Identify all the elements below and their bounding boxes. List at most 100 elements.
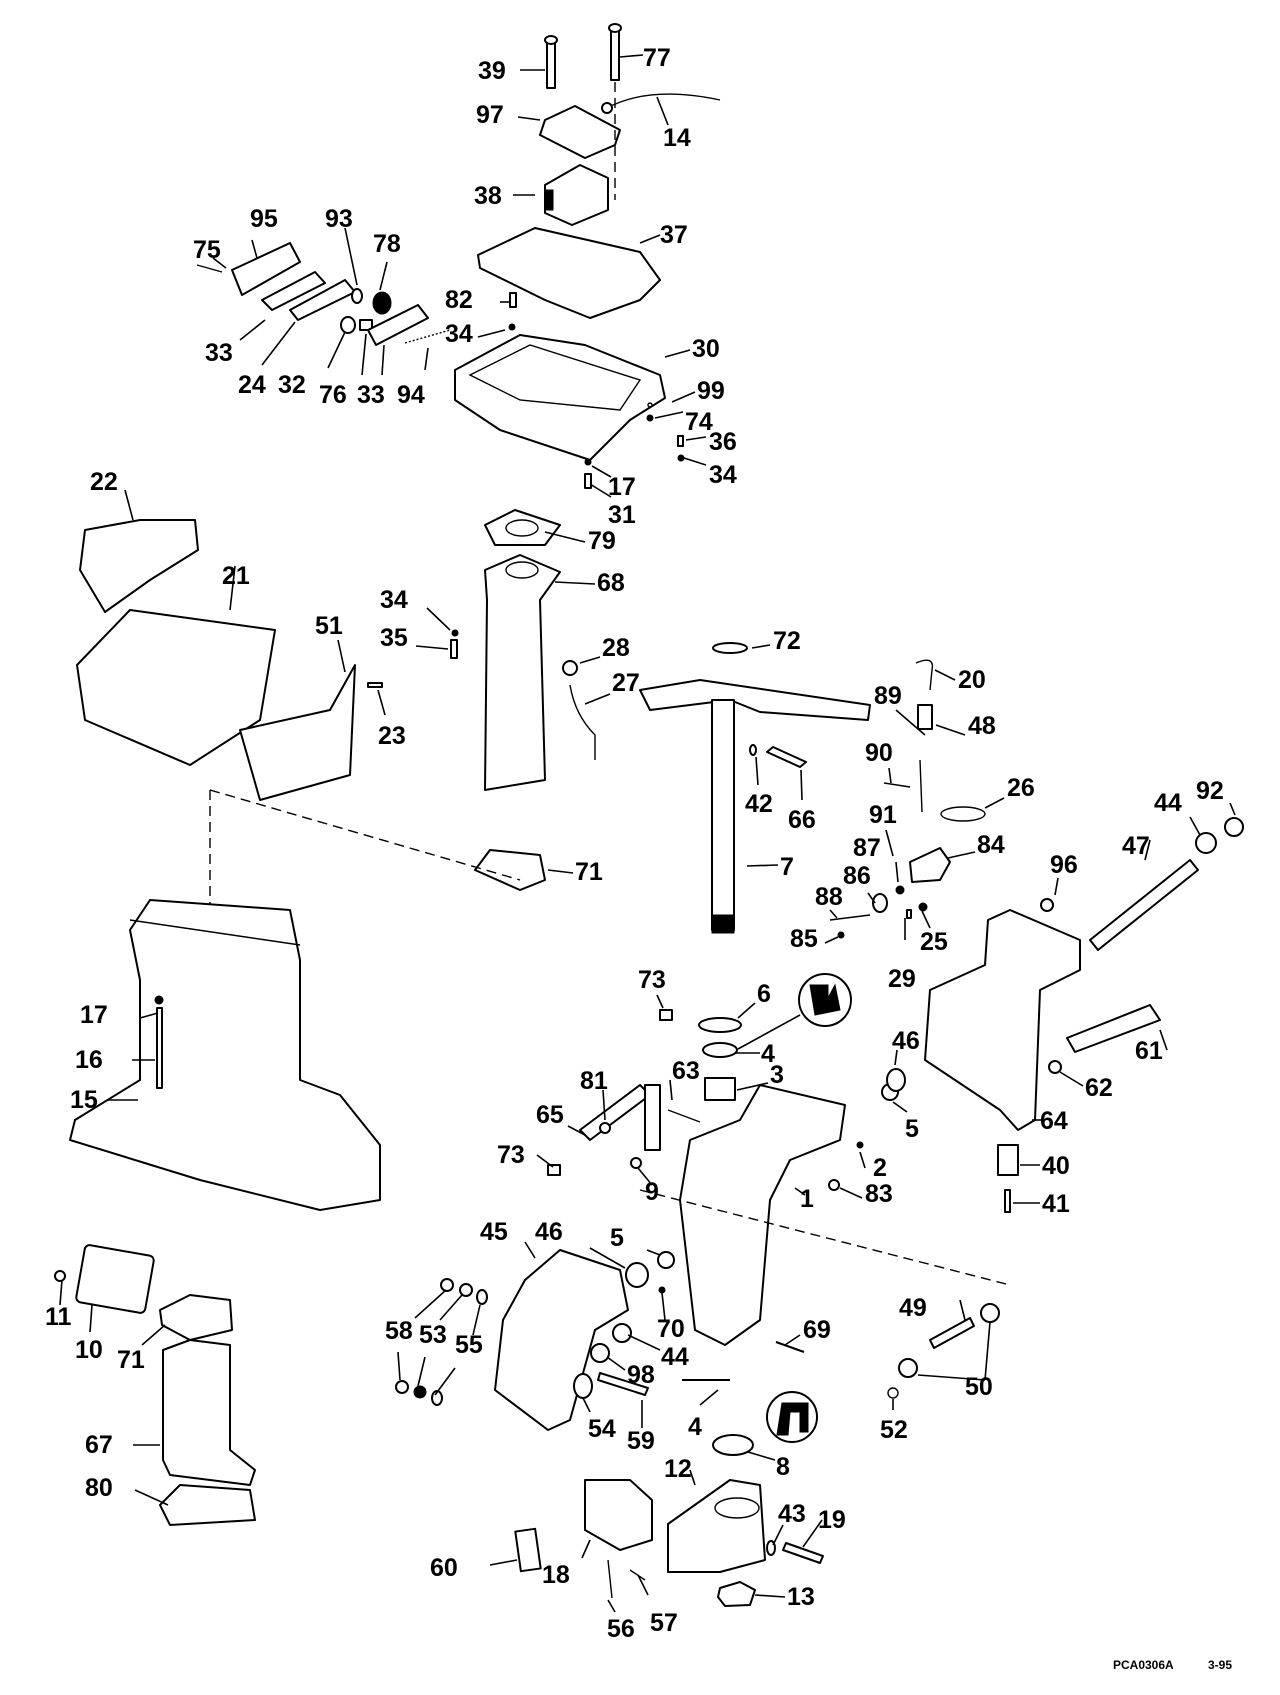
callout-76: 76	[319, 381, 347, 409]
part-21-lower-cover	[76, 609, 276, 766]
callout-30: 30	[692, 335, 720, 363]
part-40-block	[997, 1144, 1019, 1176]
callout-85: 85	[790, 925, 818, 953]
part-74-nut	[646, 414, 654, 422]
part-17b-washer	[154, 995, 164, 1005]
callout-49: 49	[899, 1294, 927, 1322]
part-30-adapter	[454, 334, 666, 461]
callout-58: 58	[385, 1317, 413, 1345]
part-97-cover	[539, 105, 621, 159]
part-34b-washer	[451, 629, 459, 637]
callout-26: 26	[1007, 774, 1035, 802]
part-60-plate	[514, 1527, 542, 1573]
callout-74: 74	[685, 408, 713, 436]
callout-12: 12	[664, 1455, 692, 1483]
callout-52: 52	[880, 1416, 908, 1444]
callout-38: 38	[474, 182, 502, 210]
part-28-plug	[562, 660, 578, 676]
callout-90: 90	[865, 739, 893, 767]
part-66-bolt	[766, 746, 807, 768]
part-41-screw	[1004, 1189, 1011, 1213]
part-62-nut	[1048, 1060, 1062, 1074]
part-20-clip	[915, 659, 934, 691]
part-67-tube	[162, 1339, 256, 1486]
part-10-cover	[75, 1244, 155, 1314]
part-46-washer	[886, 1068, 906, 1092]
callout-36: 36	[709, 428, 737, 456]
callout-73b: 73	[497, 1141, 525, 1169]
part-23-screw	[367, 682, 383, 688]
callout-47: 47	[1122, 832, 1150, 860]
part-94-spring	[404, 329, 451, 344]
part-76-fitting	[359, 319, 373, 331]
part-83-nut	[828, 1179, 840, 1191]
part-14-ground-wire	[601, 93, 721, 114]
callout-45: 45	[480, 1218, 508, 1246]
callout-4b: 4	[688, 1413, 702, 1441]
part-95-valve-cover	[231, 242, 301, 296]
callout-56: 56	[607, 1615, 635, 1643]
callout-51: 51	[315, 612, 343, 640]
part-53b-nut	[413, 1385, 427, 1399]
callout-93: 93	[325, 205, 353, 233]
callout-35: 35	[380, 624, 408, 652]
part-92-cap	[1224, 817, 1244, 837]
part-93-oring	[351, 288, 363, 304]
part-34-washer	[508, 323, 516, 331]
part-58b-bushing	[395, 1380, 409, 1394]
part-71-gasket	[474, 849, 546, 891]
callout-39: 39	[478, 57, 506, 85]
part-44-nut	[1195, 832, 1217, 854]
callout-23: 23	[378, 722, 406, 750]
drawing-date: 3-95	[1208, 1658, 1232, 1672]
callout-82: 82	[445, 286, 473, 314]
part-73-screw-upper	[659, 1009, 673, 1021]
callout-5b: 5	[610, 1224, 624, 1252]
callout-95: 95	[250, 205, 278, 233]
callout-11: 11	[45, 1303, 72, 1331]
callout-2: 2	[873, 1154, 887, 1182]
part-44b-nut	[612, 1323, 632, 1343]
part-9-screw	[630, 1157, 642, 1169]
callout-61: 61	[1135, 1037, 1163, 1065]
callout-79: 79	[588, 527, 616, 555]
callout-83: 83	[865, 1180, 893, 1208]
part-90-screw	[883, 782, 911, 788]
part-17-washer	[584, 458, 592, 466]
callout-92: 92	[1196, 777, 1224, 805]
part-33b-gasket	[367, 304, 429, 346]
callout-53: 53	[419, 1321, 447, 1349]
callout-16: 16	[75, 1046, 103, 1074]
callout-33: 33	[205, 339, 233, 367]
callout-14: 14	[663, 124, 691, 152]
part-32-ring	[340, 316, 356, 334]
callout-71b: 71	[117, 1346, 145, 1374]
part-39-bolt	[544, 35, 558, 89]
part-54-washer	[573, 1373, 593, 1399]
callout-73: 73	[638, 966, 666, 994]
part-57-pin	[629, 1569, 646, 1581]
part-51-cover-half	[239, 664, 356, 801]
callout-4: 4	[761, 1040, 775, 1068]
callout-8: 8	[776, 1453, 790, 1481]
part-7-steering-arm	[639, 679, 871, 934]
callout-42: 42	[745, 790, 773, 818]
callout-89: 89	[874, 682, 902, 710]
callout-34c: 34	[709, 461, 737, 489]
callout-86: 86	[843, 862, 871, 890]
part-70-fitting	[658, 1286, 666, 1294]
callout-33b: 33	[357, 381, 385, 409]
part-64-stern-bracket	[924, 909, 1081, 1131]
callout-34b: 34	[380, 586, 408, 614]
part-19-bolt	[782, 1542, 824, 1564]
part-58-bushing	[440, 1278, 454, 1292]
callout-19: 19	[818, 1506, 846, 1534]
callout-6: 6	[757, 980, 771, 1008]
seal-orientation-inset-upper	[798, 973, 852, 1027]
callout-77: 77	[643, 44, 671, 72]
part-50-plug-upper	[980, 1303, 1000, 1323]
callout-55: 55	[455, 1331, 483, 1359]
part-46b-washer	[625, 1262, 649, 1288]
part-87-nut	[895, 885, 905, 895]
